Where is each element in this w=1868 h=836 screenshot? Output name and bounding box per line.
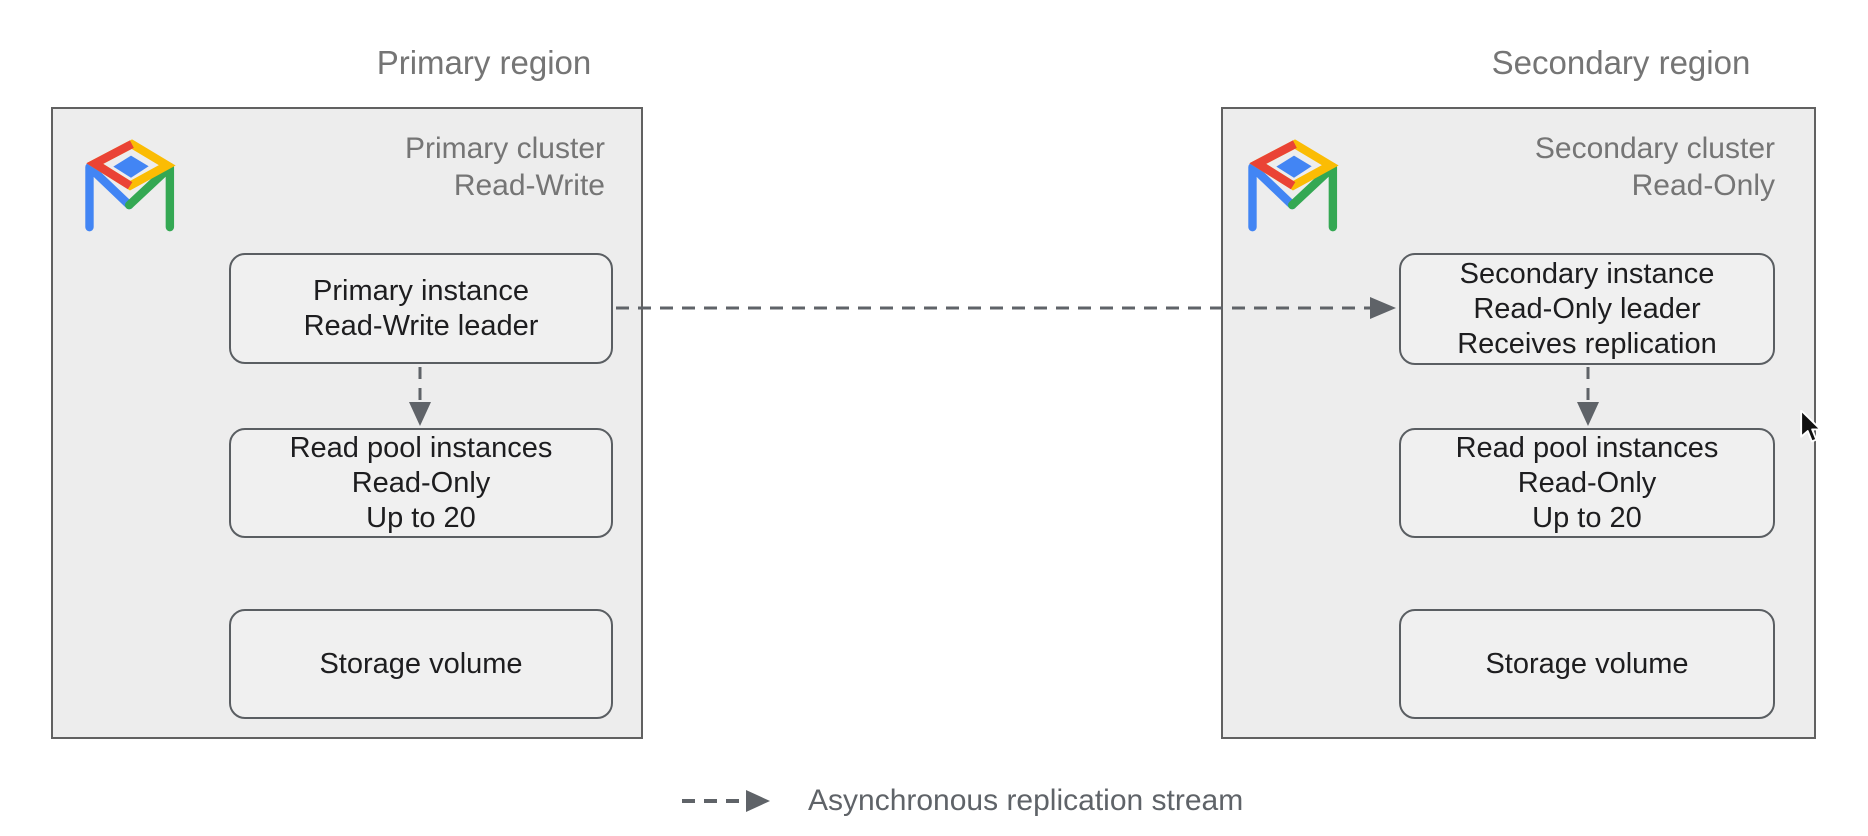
primary-read-pool-line3: Up to 20 xyxy=(366,501,476,534)
secondary-read-pool-line3: Up to 20 xyxy=(1532,501,1642,534)
primary-storage-node: Storage volume xyxy=(229,609,613,719)
primary-read-pool-line2: Read-Only xyxy=(351,466,491,499)
legend-arrow-icon xyxy=(682,790,770,812)
primary-cluster-title-line1: Primary cluster xyxy=(404,132,605,165)
primary-read-pool-line1: Read pool instances xyxy=(289,431,553,464)
secondary-cluster-title: Secondary cluster Read-Only xyxy=(1475,130,1775,204)
alloydb-logo-icon xyxy=(1248,139,1339,232)
secondary-cluster-title-line1: Secondary cluster xyxy=(1534,132,1775,165)
primary-cluster-title: Primary cluster Read-Write xyxy=(305,130,605,204)
secondary-region-label: Secondary region xyxy=(1491,44,1751,81)
secondary-read-pool-line2: Read-Only xyxy=(1517,466,1657,499)
legend-label: Asynchronous replication stream xyxy=(808,784,1244,817)
primary-cluster-title-line2: Read-Write xyxy=(453,169,605,202)
secondary-read-pool-line1: Read pool instances xyxy=(1455,431,1719,464)
secondary-read-pool-node: Read pool instances Read-Only Up to 20 xyxy=(1399,428,1775,538)
secondary-instance-line3: Receives replication xyxy=(1457,327,1717,360)
secondary-storage-node: Storage volume xyxy=(1399,609,1775,719)
mouse-cursor-icon xyxy=(1800,410,1822,443)
secondary-cluster-title-line2: Read-Only xyxy=(1631,169,1775,202)
primary-instance-line1: Primary instance xyxy=(313,274,529,307)
secondary-instance-line1: Secondary instance xyxy=(1459,257,1715,290)
secondary-instance-line2: Read-Only leader xyxy=(1473,292,1701,325)
primary-instance-node: Primary instance Read-Write leader xyxy=(229,253,613,364)
primary-region-label: Primary region xyxy=(376,44,592,81)
alloydb-logo-icon xyxy=(85,139,176,232)
secondary-instance-node: Secondary instance Read-Only leader Rece… xyxy=(1399,253,1775,365)
primary-instance-line2: Read-Write leader xyxy=(303,309,539,342)
primary-read-pool-node: Read pool instances Read-Only Up to 20 xyxy=(229,428,613,538)
secondary-storage-line1: Storage volume xyxy=(1485,647,1689,680)
primary-storage-line1: Storage volume xyxy=(319,647,523,680)
